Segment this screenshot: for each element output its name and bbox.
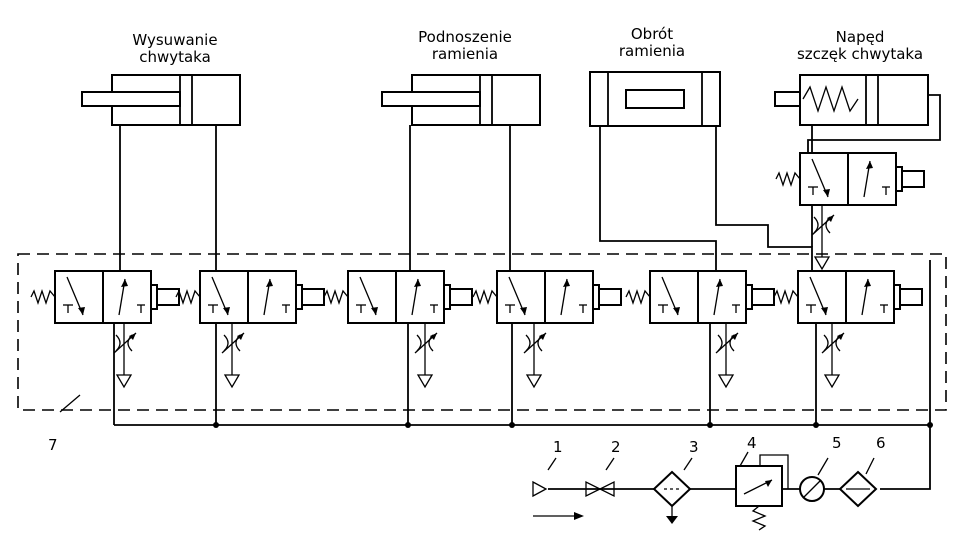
valve-2 bbox=[175, 270, 325, 324]
throttle-2 bbox=[221, 322, 245, 388]
cylinder-2-label-line2: ramienia bbox=[432, 45, 498, 63]
supply-number-3: 3 bbox=[689, 438, 699, 456]
valve-group-frame bbox=[17, 253, 947, 411]
air-supply-line bbox=[532, 451, 878, 531]
cylinder-4-label-line1: Napęd bbox=[836, 28, 885, 46]
valve-1 bbox=[30, 270, 180, 324]
cylinder-3-label-line1: Obrót bbox=[631, 25, 673, 43]
valve-5 bbox=[625, 270, 775, 324]
cylinder-4-label-line2: szczęk chwytaka bbox=[797, 45, 923, 63]
group-leader-line bbox=[59, 394, 81, 413]
throttle-4 bbox=[523, 322, 547, 388]
throttle-6 bbox=[821, 322, 845, 388]
throttle-3 bbox=[414, 322, 438, 388]
valve-6 bbox=[773, 270, 923, 324]
cylinder-1-label-line2: chwytaka bbox=[139, 48, 211, 66]
piping bbox=[113, 94, 941, 490]
cylinder-1 bbox=[81, 74, 241, 126]
supply-number-5: 5 bbox=[832, 434, 842, 452]
cylinder-2-label-line1: Podnoszenie bbox=[418, 28, 512, 46]
cylinder-4 bbox=[774, 74, 929, 126]
cylinder-1-label-line1: Wysuwanie bbox=[132, 31, 217, 49]
cylinder-3-label-line2: ramienia bbox=[619, 42, 685, 60]
cylinder-3 bbox=[589, 71, 721, 127]
throttle-1 bbox=[113, 322, 137, 388]
throttle-5 bbox=[715, 322, 739, 388]
gripper-valve bbox=[775, 152, 925, 206]
group-number: 7 bbox=[48, 436, 58, 454]
cylinder-2 bbox=[381, 74, 541, 126]
valve-4 bbox=[472, 270, 622, 324]
gripper-throttle bbox=[811, 204, 835, 270]
supply-number-4: 4 bbox=[747, 434, 757, 452]
supply-number-2: 2 bbox=[611, 438, 621, 456]
valve-3 bbox=[323, 270, 473, 324]
supply-number-1: 1 bbox=[553, 438, 563, 456]
supply-number-6: 6 bbox=[876, 434, 886, 452]
